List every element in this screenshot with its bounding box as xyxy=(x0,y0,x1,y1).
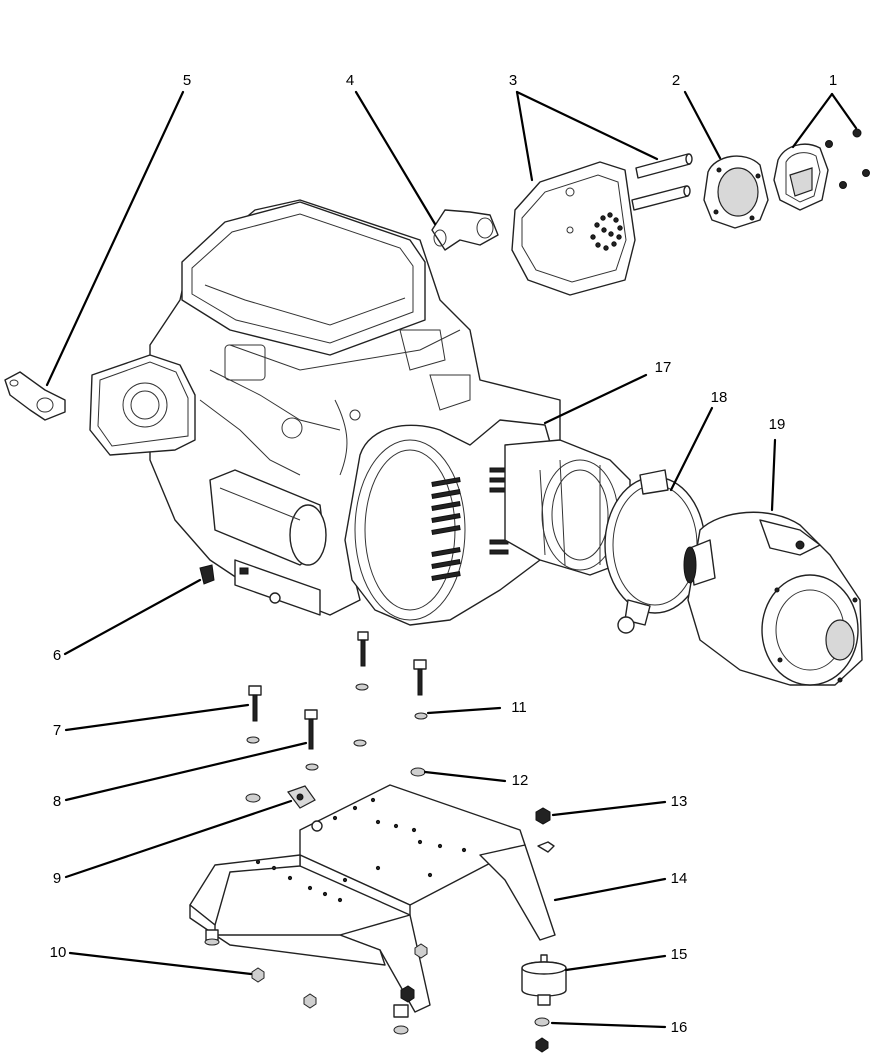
part-6-plug xyxy=(199,564,215,585)
part-1-cover-and-nuts xyxy=(773,128,870,211)
callout-19: 19 xyxy=(769,416,786,433)
part-14-base-frame xyxy=(189,784,556,1035)
callout-15: 15 xyxy=(671,946,688,963)
callout-14: 14 xyxy=(671,870,688,887)
leader-6 xyxy=(63,578,202,656)
callout-2: 2 xyxy=(672,72,680,89)
leader-11 xyxy=(426,706,502,715)
callout-13: 13 xyxy=(671,793,688,810)
leader-13 xyxy=(551,800,667,817)
callout-labels: 1 2 3 4 5 6 7 8 9 10 11 12 13 14 15 16 1… xyxy=(50,72,838,1036)
part-15-isolator-mount xyxy=(521,954,567,1006)
callout-16: 16 xyxy=(671,1019,688,1036)
callout-7: 7 xyxy=(53,722,61,739)
leader-9 xyxy=(64,799,293,879)
leader-3b xyxy=(515,90,659,161)
part-18-clamp-ring xyxy=(604,469,706,634)
callout-10: 10 xyxy=(50,944,67,961)
callout-3: 3 xyxy=(509,72,517,89)
part-5-exhaust-flange xyxy=(4,371,66,421)
callout-9: 9 xyxy=(53,870,61,887)
callout-8: 8 xyxy=(53,793,61,810)
leader-12 xyxy=(423,770,507,783)
leader-2 xyxy=(683,90,722,160)
callout-11: 11 xyxy=(511,699,527,716)
callout-1: 1 xyxy=(829,72,837,89)
leader-1a xyxy=(791,92,834,149)
leader-3a xyxy=(515,90,534,182)
callout-5: 5 xyxy=(183,72,191,89)
fasteners xyxy=(245,631,555,853)
leader-lines xyxy=(45,90,858,1029)
leader-8 xyxy=(64,741,308,802)
leader-4 xyxy=(354,90,437,226)
leader-7 xyxy=(64,703,250,732)
callout-17: 17 xyxy=(655,359,672,376)
leader-18 xyxy=(669,406,714,492)
callout-12: 12 xyxy=(512,772,529,789)
leader-14 xyxy=(553,877,667,902)
leader-1b xyxy=(830,92,858,130)
leader-16 xyxy=(550,1021,667,1029)
leader-5 xyxy=(45,90,185,387)
part-3-muffler-and-studs xyxy=(511,153,693,296)
callout-4: 4 xyxy=(346,72,354,89)
engine-assembly xyxy=(89,199,631,626)
part-16-washer-and-nut xyxy=(534,1017,550,1053)
callout-6: 6 xyxy=(53,647,61,664)
leader-19 xyxy=(770,438,777,512)
leader-15 xyxy=(564,954,667,972)
callout-18: 18 xyxy=(711,389,728,406)
part-19-pump xyxy=(683,511,863,686)
leader-10 xyxy=(68,951,253,976)
part-4-exhaust-pipe xyxy=(431,209,499,251)
leader-17 xyxy=(543,373,648,425)
part-2-gasket-flange xyxy=(703,155,769,229)
